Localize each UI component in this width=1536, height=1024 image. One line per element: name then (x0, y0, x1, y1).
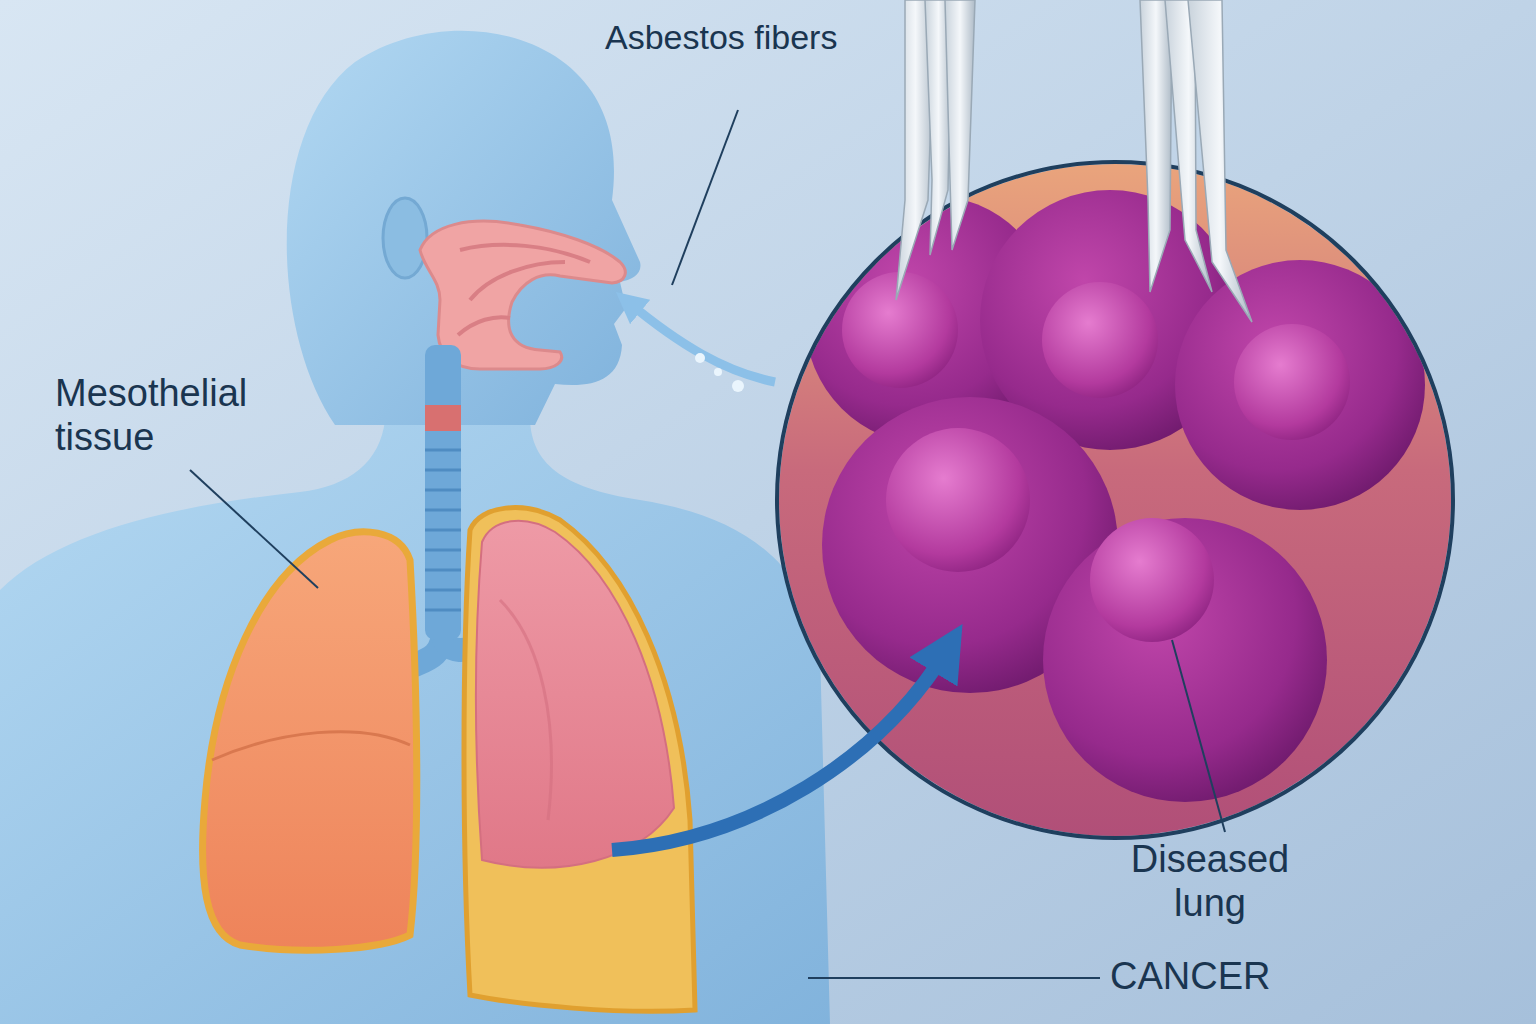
bubble (732, 380, 744, 392)
trachea (425, 345, 461, 640)
nucleus (1042, 282, 1158, 398)
callout-label: Mesothelial tissue (55, 372, 305, 459)
bubble (714, 368, 722, 376)
torso (0, 420, 830, 1024)
trachea-rings (425, 450, 461, 610)
arrow (628, 302, 775, 382)
tissue-ground (770, 160, 1470, 850)
pleura (464, 508, 695, 1012)
right-lung (464, 508, 695, 1012)
inhalation-arrow (628, 302, 775, 392)
human-figure (0, 31, 830, 1024)
ear (383, 198, 427, 278)
leader-line (808, 977, 1100, 979)
asbestos-fibers (896, 0, 1252, 322)
bubble (695, 353, 705, 363)
callout-label: Diseased lung (1105, 838, 1315, 925)
lung (203, 532, 417, 950)
cell (1043, 518, 1327, 802)
leader-line (190, 470, 318, 588)
nucleus (1090, 518, 1214, 642)
lung-fissure (212, 732, 410, 760)
magnified-view (770, 0, 1470, 850)
leader-line (672, 110, 738, 285)
leader-lines (190, 110, 1225, 978)
nucleus (1234, 324, 1350, 440)
left-lung (203, 532, 417, 950)
callout-label: Asbestos fibers (605, 18, 925, 57)
callout-label: CANCER (1110, 955, 1340, 999)
nasal-turbinates (458, 245, 590, 335)
lung (476, 521, 674, 868)
nucleus (886, 428, 1030, 572)
leader-line (1172, 640, 1225, 832)
larynx-band (425, 405, 461, 431)
lung-fold (500, 600, 551, 820)
magnify-arrow (612, 648, 948, 850)
head (287, 31, 641, 425)
